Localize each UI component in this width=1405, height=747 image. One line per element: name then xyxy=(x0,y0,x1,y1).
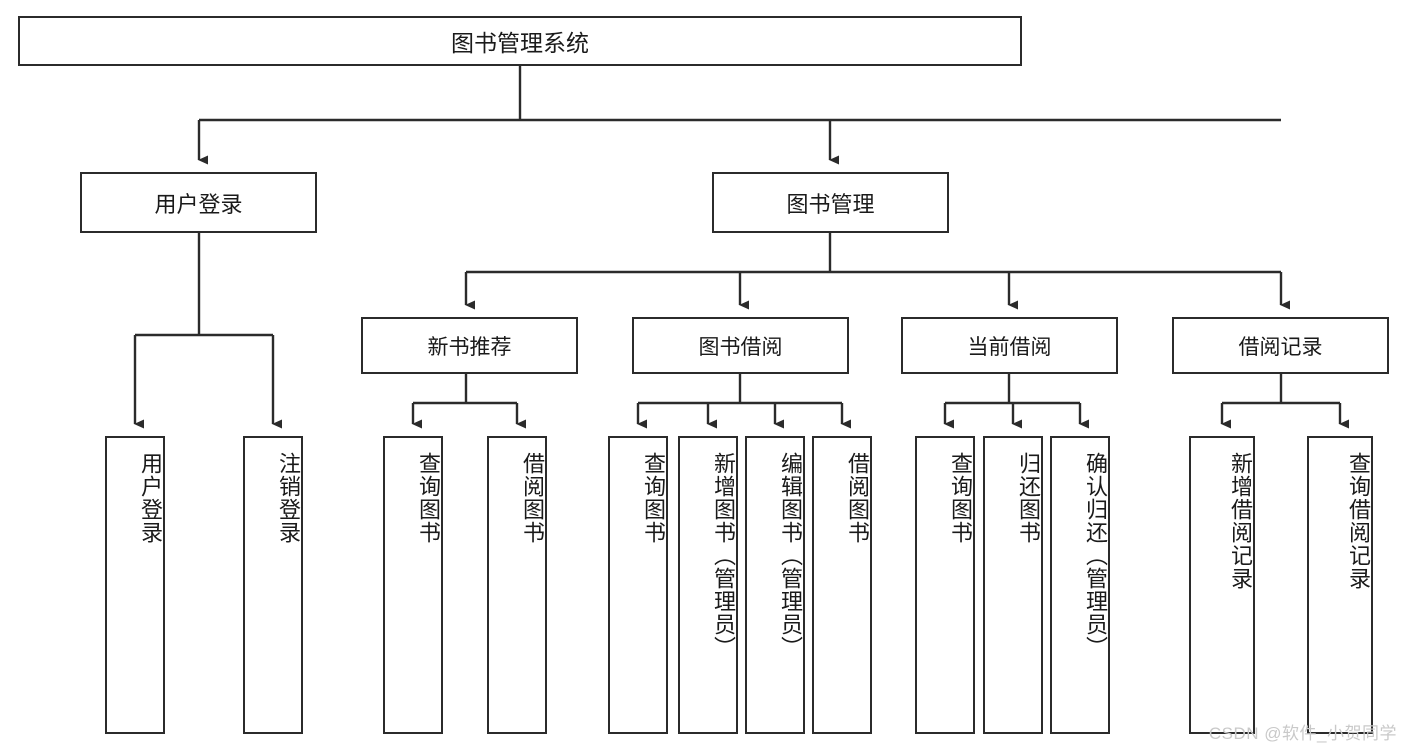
node-label: 归还图书 xyxy=(1016,452,1041,544)
node-leaf-borrow-book-2[interactable]: 借阅图书 xyxy=(812,436,872,734)
node-leaf-borrow-book-1[interactable]: 借阅图书 xyxy=(487,436,547,734)
node-label: 借阅记录 xyxy=(1238,335,1323,359)
node-book-management-system[interactable]: 图书管理系统 xyxy=(18,16,1022,66)
node-label: 新增借阅记录 xyxy=(1228,452,1253,590)
node-label: 查询图书 xyxy=(416,452,441,544)
node-leaf-edit-book[interactable]: 编辑图书（管理员） xyxy=(745,436,805,734)
node-leaf-add-book[interactable]: 新增图书（管理员） xyxy=(678,436,738,734)
node-leaf-confirm-return[interactable]: 确认归还（管理员） xyxy=(1050,436,1110,734)
node-leaf-return-book[interactable]: 归还图书 xyxy=(983,436,1043,734)
node-label: 查询图书 xyxy=(948,452,973,544)
node-user-login[interactable]: 用户登录 xyxy=(80,172,317,233)
node-leaf-user-login[interactable]: 用户登录 xyxy=(105,436,165,734)
node-label: 当前借阅 xyxy=(967,335,1052,359)
node-leaf-query-book-2[interactable]: 查询图书 xyxy=(608,436,668,734)
node-label: 新增图书（管理员） xyxy=(711,452,736,659)
node-leaf-query-record[interactable]: 查询借阅记录 xyxy=(1307,436,1373,734)
node-label: 查询借阅记录 xyxy=(1346,452,1371,590)
node-book-borrow[interactable]: 图书借阅 xyxy=(632,317,849,374)
node-label: 注销登录 xyxy=(276,452,301,544)
node-label: 编辑图书（管理员） xyxy=(778,452,803,659)
node-label: 借阅图书 xyxy=(520,452,545,544)
node-label: 用户登录 xyxy=(138,452,163,544)
node-label: 图书管理系统 xyxy=(451,30,589,56)
node-label: 图书管理 xyxy=(786,191,875,217)
node-label: 确认归还（管理员） xyxy=(1083,452,1108,659)
node-label: 借阅图书 xyxy=(845,452,870,544)
node-label: 用户登录 xyxy=(154,191,243,217)
node-label: 新书推荐 xyxy=(427,335,512,359)
node-label: 查询图书 xyxy=(641,452,666,544)
node-leaf-query-book-1[interactable]: 查询图书 xyxy=(383,436,443,734)
node-current-borrow[interactable]: 当前借阅 xyxy=(901,317,1118,374)
node-borrow-record[interactable]: 借阅记录 xyxy=(1172,317,1389,374)
node-leaf-add-record[interactable]: 新增借阅记录 xyxy=(1189,436,1255,734)
node-leaf-logout[interactable]: 注销登录 xyxy=(243,436,303,734)
node-leaf-query-book-3[interactable]: 查询图书 xyxy=(915,436,975,734)
node-book-management[interactable]: 图书管理 xyxy=(712,172,949,233)
node-label: 图书借阅 xyxy=(698,335,783,359)
node-new-book-recommend[interactable]: 新书推荐 xyxy=(361,317,578,374)
